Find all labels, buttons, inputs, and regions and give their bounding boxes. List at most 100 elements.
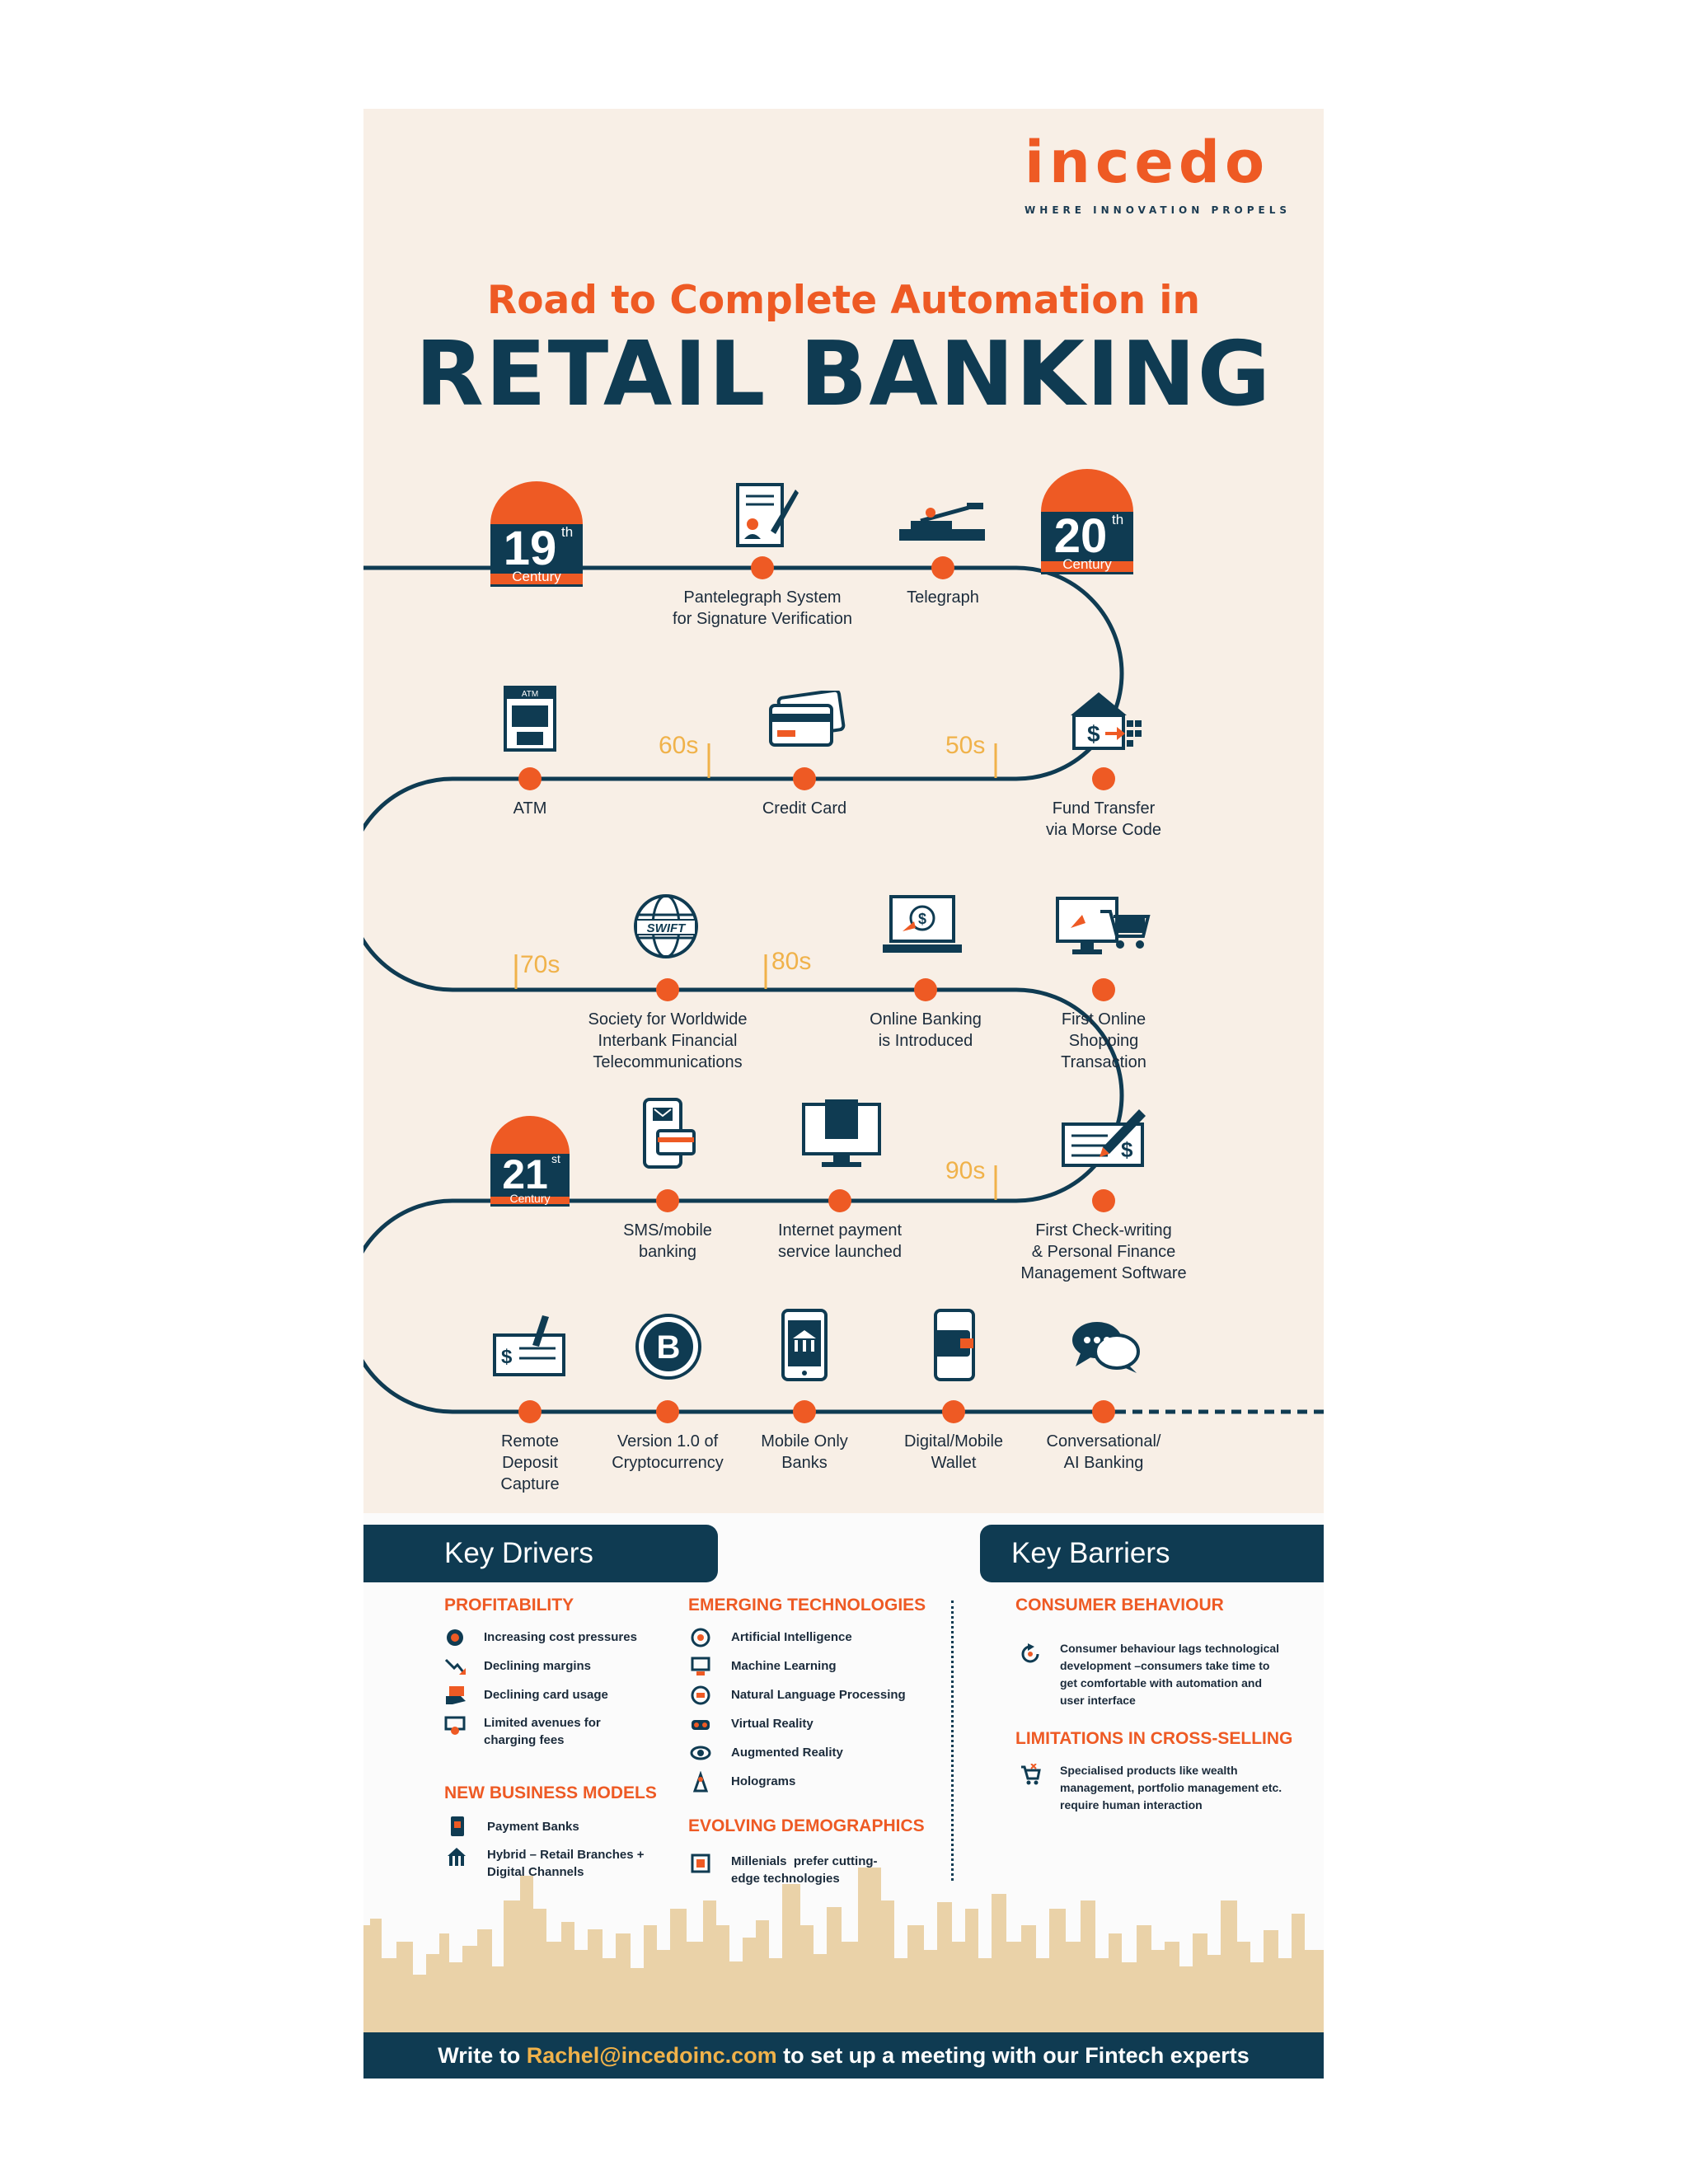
key-barriers-title: Key Barriers	[1011, 1537, 1170, 1569]
driver-item: Natural Language Processing	[731, 1688, 906, 1702]
mobile-bank-icon	[781, 1309, 828, 1381]
milestone-dot	[751, 556, 774, 579]
swift-icon-text: SWIFT	[647, 921, 687, 935]
label-wallet: Digital/Mobile Wallet	[903, 1432, 1004, 1472]
telegraph-icon	[899, 503, 985, 541]
milestone-dot	[656, 1400, 679, 1423]
century-suffix: st	[551, 1152, 560, 1165]
augmented-reality-icon	[690, 1746, 711, 1760]
century-suffix: th	[1112, 512, 1124, 527]
svg-text:$: $	[1087, 721, 1100, 747]
milestone-dot	[793, 1400, 816, 1423]
decade-60s: 60s	[659, 732, 699, 759]
label-check-writing: First Check-writing & Personal Finance M…	[1020, 1221, 1187, 1282]
swift-globe-icon: SWIFT	[634, 894, 698, 958]
driver-item: Virtual Reality	[731, 1717, 814, 1731]
milestone-dot	[656, 1189, 679, 1212]
label-sms-banking: SMS/mobile banking	[623, 1221, 712, 1261]
milestone-dot	[1092, 1189, 1115, 1212]
page-title: RETAIL BANKING	[415, 323, 1273, 426]
virtual-reality-icon	[692, 1720, 710, 1730]
logo-tagline: WHERE INNOVATION PROPELS	[1025, 204, 1291, 216]
label-internet-payment: Internet payment service launched	[777, 1221, 903, 1261]
card-hand-icon	[446, 1686, 466, 1704]
refresh-cycle-icon	[1021, 1643, 1039, 1663]
driver-item: Machine Learning	[731, 1659, 837, 1673]
century-marker-shape	[490, 1116, 570, 1207]
label-cryptocurrency: Version 1.0 of Cryptocurrency	[612, 1432, 724, 1472]
key-drivers-header: Key Drivers	[363, 1525, 718, 1582]
emerging-technologies-heading: EMERGING TECHNOLOGIES	[688, 1596, 926, 1615]
chat-bubbles-icon	[1072, 1322, 1140, 1373]
cryptocurrency-bitcoin-icon: B	[635, 1314, 701, 1380]
milestone-dot	[518, 767, 542, 790]
driver-item: Hybrid – Retail Branches + Digital Chann…	[487, 1848, 645, 1879]
milestone-dot	[793, 767, 816, 790]
contact-email-link[interactable]: Rachel@incedoinc.com	[526, 2043, 777, 2068]
document-signature-icon	[736, 483, 799, 547]
driver-item: Limited avenues for charging fees	[484, 1716, 601, 1747]
desktop-computer-icon	[802, 1099, 881, 1167]
svg-text:$: $	[1121, 1137, 1133, 1162]
key-drivers-title: Key Drivers	[444, 1537, 593, 1569]
charging-fees-icon	[444, 1716, 466, 1735]
driver-item: Declining margins	[484, 1659, 592, 1673]
milestone-dot	[1092, 767, 1115, 790]
hybrid-branch-icon	[448, 1848, 466, 1866]
century-label: Century	[512, 569, 561, 584]
ai-brain-icon	[691, 1628, 710, 1647]
milestone-dot	[656, 978, 679, 1001]
driver-item: Millenials prefer cutting- edge technolo…	[731, 1854, 878, 1886]
hologram-icon	[692, 1771, 709, 1793]
century-label: Century	[1062, 556, 1112, 572]
logo-wordmark: incedo	[1025, 129, 1270, 196]
milestone-dot	[942, 1400, 965, 1423]
laptop-money-icon: $	[883, 895, 962, 953]
decade-70s: 70s	[520, 951, 560, 978]
credit-card-icon	[769, 691, 846, 747]
decade-50s: 50s	[945, 732, 986, 759]
label-credit-card: Credit Card	[762, 799, 847, 818]
atm-icon: ATM	[504, 686, 556, 752]
driver-item: Increasing cost pressures	[484, 1630, 637, 1644]
check-writing-icon: $	[1062, 1109, 1146, 1167]
payment-bank-icon	[451, 1816, 464, 1836]
mobile-banking-icon	[643, 1098, 696, 1169]
evolving-demographics-heading: EVOLVING DEMOGRAPHICS	[688, 1816, 925, 1835]
key-barriers-header: Key Barriers	[980, 1525, 1324, 1582]
svg-text:$: $	[501, 1346, 513, 1368]
page-subtitle: Road to Complete Automation in	[487, 278, 1200, 323]
driver-item: Declining card usage	[484, 1688, 608, 1702]
timeline-section: incedo WHERE INNOVATION PROPELS Road to …	[363, 109, 1324, 1513]
barrier-text: Consumer behaviour lags technological de…	[1060, 1642, 1280, 1707]
decade-80s: 80s	[771, 948, 812, 975]
century-marker-shape	[490, 481, 583, 587]
label-online-shopping: First Online Shopping Transaction	[1061, 1010, 1146, 1071]
driver-item: Payment Banks	[487, 1820, 579, 1834]
footer-prefix: Write to	[438, 2043, 527, 2068]
footer-suffix: to set up a meeting with our Fintech exp…	[776, 2043, 1250, 2068]
century-number: 20	[1053, 509, 1108, 563]
consumer-behaviour-heading: CONSUMER BEHAVIOUR	[1015, 1596, 1224, 1615]
driver-item: Artificial Intelligence	[731, 1630, 852, 1644]
online-shopping-icon	[1056, 897, 1151, 954]
section-divider	[951, 1601, 954, 1881]
shopping-cart-icon	[1021, 1764, 1041, 1785]
milestone-dot	[931, 556, 954, 579]
contact-footer: Write to Rachel@incedoinc.com to set up …	[363, 2032, 1324, 2079]
declining-arrow-icon	[444, 1658, 466, 1675]
remote-deposit-check-icon: $	[493, 1315, 565, 1376]
label-remote-deposit: Remote Deposit Capture	[500, 1432, 560, 1493]
digital-wallet-icon	[934, 1309, 975, 1381]
machine-learning-icon	[691, 1657, 710, 1675]
drivers-barriers-section: Key Drivers Key Barriers PROFITABILITY I…	[363, 1513, 1324, 2077]
driver-item: Augmented Reality	[731, 1746, 843, 1760]
century-number: 19	[503, 522, 557, 575]
atm-icon-text: ATM	[522, 690, 538, 699]
bank-transfer-icon: $	[1071, 692, 1142, 750]
century-21-marker: 21 st Century	[490, 1116, 570, 1207]
century-label: Century	[509, 1192, 551, 1205]
milestone-dot	[1092, 978, 1115, 1001]
new-business-models-heading: NEW BUSINESS MODELS	[444, 1783, 657, 1802]
city-skyline-graphic	[363, 1868, 1324, 2032]
